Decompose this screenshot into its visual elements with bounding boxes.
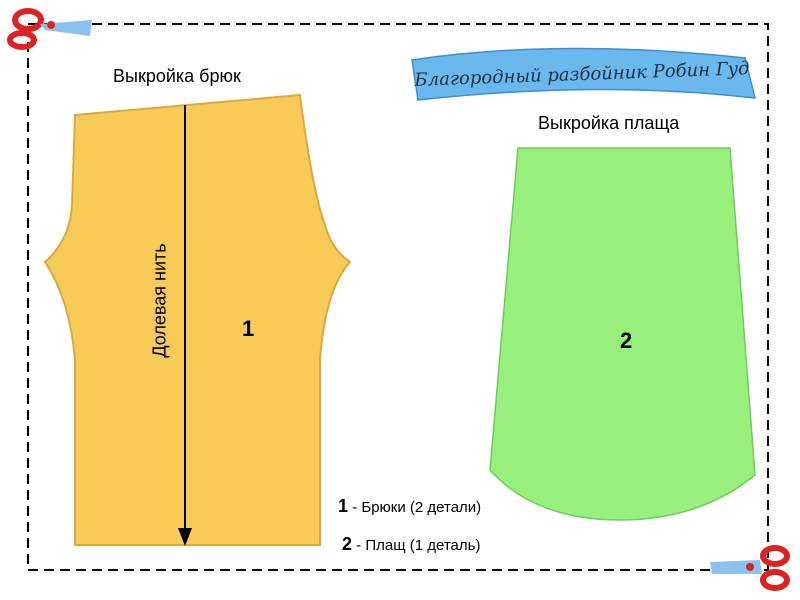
dashed-cut-border [27,23,769,571]
scissors-icon-bottom-right [710,545,790,591]
trousers-number: 1 [242,316,255,341]
legend-item: 1 - Брюки (2 детали) [338,496,481,517]
grain-line-label: Долевая нить [149,243,170,358]
legend-text: Плащ (1 деталь) [365,537,481,554]
cloak-title: Выкройка плаща [538,113,680,133]
banner-ribbon [411,47,756,101]
legend-item: 2 - Плащ (1 деталь) [342,534,480,555]
scissors-icon-top-left [7,8,92,50]
legend-num: 2 [342,534,353,554]
legend-sep: - [352,537,366,554]
arrow-head [178,528,192,546]
trousers-title: Выкройка брюк [113,66,241,86]
legend-sep: - [348,499,362,516]
legend-text: Брюки (2 детали) [361,499,482,516]
trousers-pattern-piece [43,93,352,546]
legend-num: 1 [338,496,349,516]
cloak-pattern-piece [489,147,756,521]
cloak-number: 2 [620,328,633,353]
